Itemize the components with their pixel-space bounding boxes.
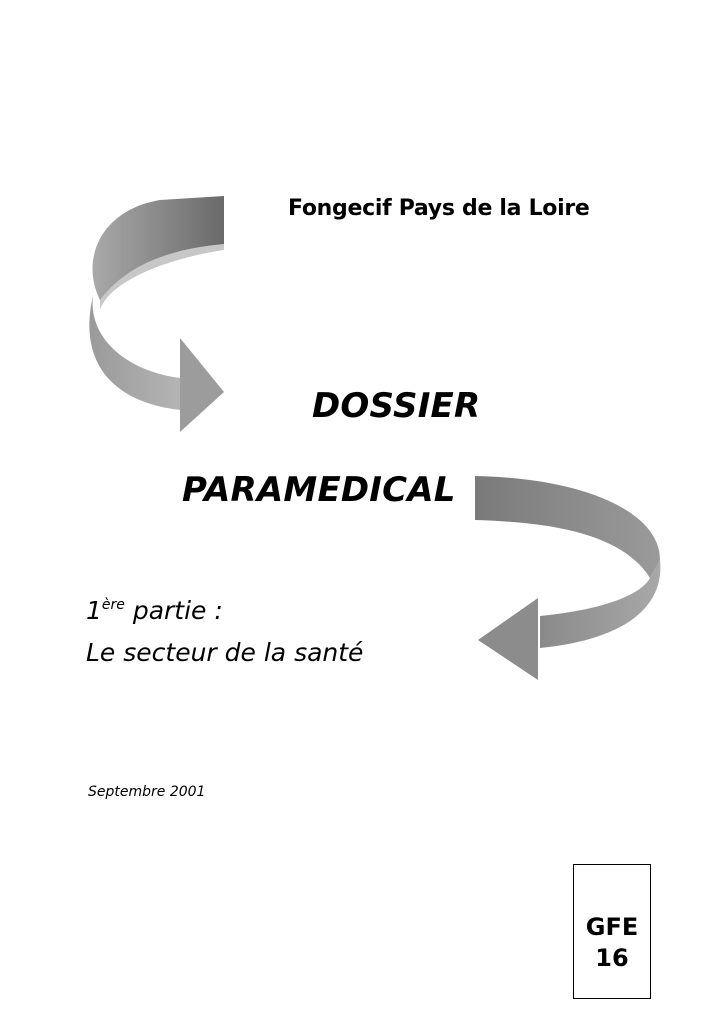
title-line-1: DOSSIER (312, 386, 481, 426)
organization-name: Fongecif Pays de la Loire (288, 196, 590, 221)
subtitle-part: 1ère partie : (86, 598, 223, 623)
document-code-box: GFE 16 (573, 864, 651, 999)
part-number: 1 (86, 596, 102, 625)
publication-date: Septembre 2001 (88, 784, 206, 800)
subtitle-topic: Le secteur de la santé (86, 638, 364, 667)
code-line-1: GFE (585, 913, 639, 941)
part-superscript: ère (101, 597, 125, 613)
title-line-2: PARAMEDICAL (182, 470, 456, 510)
code-line-2: 16 (595, 944, 629, 972)
part-label: partie : (124, 596, 223, 625)
